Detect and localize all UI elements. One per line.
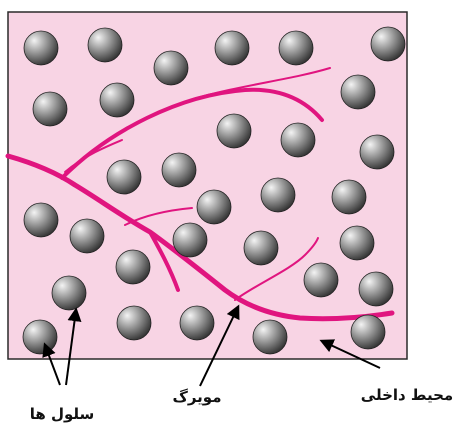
cell: [116, 250, 150, 284]
cell: [371, 27, 405, 61]
cell: [340, 226, 374, 260]
label-capillary: مویرگ: [172, 388, 221, 406]
cell: [162, 153, 196, 187]
cell: [70, 219, 104, 253]
cell: [351, 315, 385, 349]
cell: [107, 160, 141, 194]
cell: [261, 178, 295, 212]
cell: [360, 135, 394, 169]
label-cells: سلول ها: [30, 405, 95, 423]
cell: [217, 114, 251, 148]
cell: [215, 31, 249, 65]
cell: [117, 306, 151, 340]
cell: [173, 223, 207, 257]
cell: [341, 75, 375, 109]
cell: [304, 263, 338, 297]
label-interstitial-fluid: محیط داخلی: [361, 386, 453, 404]
cell: [33, 92, 67, 126]
cell: [154, 51, 188, 85]
cell: [244, 231, 278, 265]
cell: [100, 83, 134, 117]
cell: [24, 31, 58, 65]
cell: [332, 180, 366, 214]
cell: [24, 203, 58, 237]
cell: [88, 28, 122, 62]
cell: [180, 306, 214, 340]
cell: [359, 272, 393, 306]
cell: [281, 123, 315, 157]
cell: [23, 320, 57, 354]
cell: [253, 320, 287, 354]
cell: [279, 31, 313, 65]
cell: [197, 190, 231, 224]
cell: [52, 276, 86, 310]
